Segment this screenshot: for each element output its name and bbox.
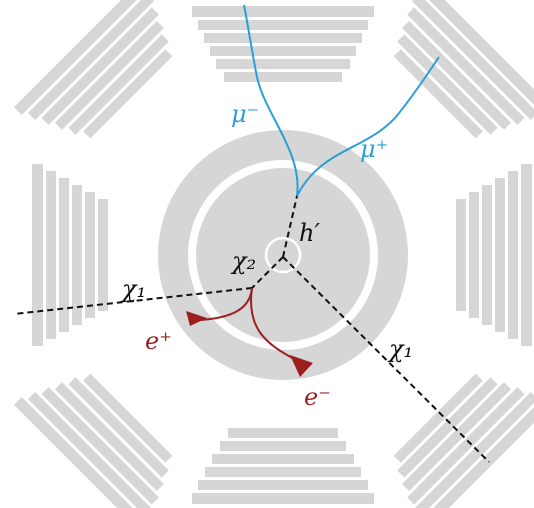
- chi2-line: [251, 256, 284, 289]
- chi1-left-label: χ₁: [120, 275, 146, 303]
- mu-minus-track: [243, 4, 299, 197]
- e-plus-shower: [186, 311, 207, 326]
- plates-top: [192, 6, 374, 82]
- plates-bottom: [192, 428, 374, 504]
- muon-tracks: [243, 4, 440, 197]
- calorimeter-gap-ring: [188, 160, 378, 350]
- chi2-label: χ₂: [230, 247, 256, 275]
- plates-top-left: [13, 0, 173, 139]
- e-minus-label: e⁻: [304, 383, 331, 411]
- invisible-tracks: [13, 195, 490, 463]
- e-minus-shower: [290, 355, 313, 377]
- mu-plus-track: [296, 56, 440, 197]
- chi1-right-line: [282, 256, 490, 463]
- plates-left: [32, 164, 108, 346]
- h-prime-label: h′: [299, 219, 320, 247]
- plates-bottom-left: [13, 373, 173, 508]
- outer-muon-chamber: [13, 0, 534, 508]
- h-prime-line: [282, 195, 298, 258]
- e-plus-label: e⁺: [145, 327, 172, 355]
- mu-minus-label: μ⁻: [231, 100, 259, 128]
- mu-plus-label: μ⁺: [360, 135, 388, 163]
- plates-top-right: [393, 0, 534, 139]
- e-minus-track: [250, 287, 297, 361]
- beam-pipe-ring: [264, 236, 302, 274]
- plates-bottom-right: [393, 373, 534, 508]
- electron-tracks: [186, 287, 313, 377]
- chi1-right-label: χ₁: [387, 335, 413, 363]
- plates-right: [456, 164, 532, 346]
- particle-labels: μ⁻ μ⁺ h′ χ₂ χ₁ χ₁ e⁺ e⁻: [120, 100, 413, 411]
